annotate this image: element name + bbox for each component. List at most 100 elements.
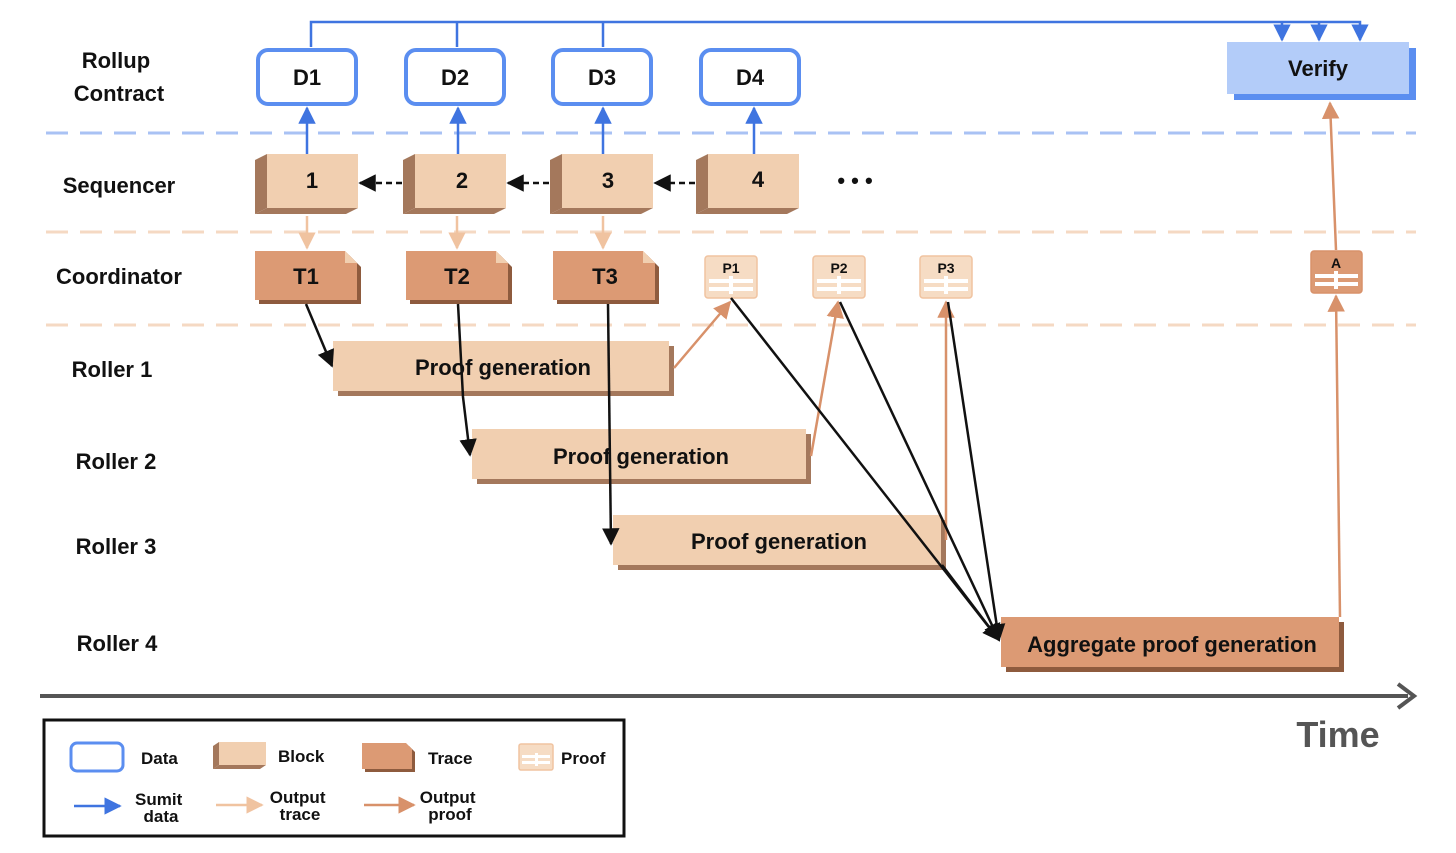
- legend-output-trace-line2: trace: [280, 805, 321, 824]
- proof-aggregation-arrows: [730, 297, 1006, 642]
- proof-p1-label: P1: [722, 260, 739, 276]
- proof-aggregate-a: A: [1310, 250, 1363, 294]
- assign-arrow-t3: [602, 303, 620, 546]
- legend-submit-label: Sumit data: [135, 790, 187, 826]
- traces: T1 T2 T3: [255, 251, 659, 304]
- aggregate-bar-roller-4: Aggregate proof generation: [1001, 617, 1344, 672]
- submit-data-bus: [309, 20, 1369, 47]
- legend-data-label: Data: [141, 749, 178, 768]
- legend-item-output-proof: Output proof: [364, 788, 480, 824]
- proof-p2: P2: [812, 255, 866, 299]
- legend-output-proof-line2: proof: [428, 805, 472, 824]
- proof-p2-label: P2: [830, 260, 847, 276]
- block-3-label: 3: [602, 168, 614, 193]
- aggregate-arrow-bar3: [941, 564, 1001, 642]
- proof-bar-roller-3: Proof generation: [613, 515, 946, 570]
- trace-t2-label: T2: [444, 264, 470, 289]
- legend-submit-line1: Sumit: [135, 790, 183, 809]
- legend-item-data: Data: [69, 741, 178, 773]
- output-proof-arrows: [673, 101, 1345, 618]
- legend-submit-line2: data: [144, 807, 180, 826]
- proof-aggregate-a-label: A: [1331, 255, 1341, 271]
- trace-t1: T1: [255, 251, 361, 304]
- proof-bar-roller-3-label: Proof generation: [691, 529, 867, 554]
- output-proof-arrow-a: [1327, 294, 1345, 618]
- submit-bus-line: [309, 20, 1369, 47]
- output-proof-arrow-p1: [673, 300, 732, 369]
- proof-bar-roller-2-label: Proof generation: [553, 444, 729, 469]
- block-1: 1: [255, 154, 358, 214]
- row-labels: Rollup Contract Sequencer Coordinator Ro…: [56, 48, 182, 656]
- legend: Data Block Trace Proof Sumit data: [42, 718, 626, 838]
- aggregate-bar-label: Aggregate proof generation: [1027, 632, 1317, 657]
- proof-p1: P1: [704, 255, 758, 299]
- data-box-d1: D1: [256, 48, 358, 106]
- trace-assignment-arrows: [304, 303, 620, 546]
- proof-generation-bars: Proof generation Proof generation Proof …: [333, 341, 1344, 672]
- data-box-d4-label: D4: [736, 65, 765, 90]
- row-label-rollup-line2: Contract: [74, 81, 165, 106]
- legend-item-output-trace: Output trace: [216, 788, 330, 824]
- legend-output-trace-line1: Output: [270, 788, 326, 807]
- time-axis-label: Time: [1296, 714, 1379, 755]
- block-submit-arrows: [298, 106, 763, 154]
- data-box-d2: D2: [404, 48, 506, 106]
- legend-output-trace-label: Output trace: [270, 788, 330, 824]
- row-label-roller-3: Roller 3: [76, 534, 157, 559]
- time-axis-arrowhead: [1396, 682, 1418, 710]
- sequencer-blocks: 1 2 3 4 • • •: [255, 154, 873, 214]
- verify-label: Verify: [1288, 56, 1349, 81]
- proof-p3: P3: [919, 255, 973, 299]
- trace-t2: T2: [406, 251, 512, 304]
- data-box-d4: D4: [699, 48, 801, 106]
- sequencer-ellipsis: • • •: [837, 168, 872, 193]
- proof-bar-roller-2: Proof generation: [472, 429, 811, 484]
- block-4-label: 4: [752, 167, 765, 192]
- legend-output-proof-line1: Output: [420, 788, 476, 807]
- row-label-roller-4: Roller 4: [77, 631, 158, 656]
- row-label-roller-2: Roller 2: [76, 449, 157, 474]
- legend-block-label: Block: [278, 747, 325, 766]
- trace-t3: T3: [553, 251, 659, 304]
- data-box-d2-label: D2: [441, 65, 469, 90]
- block-3: 3: [550, 154, 653, 214]
- output-proof-arrow-verify: [1321, 101, 1340, 251]
- proof-bar-roller-1-label: Proof generation: [415, 355, 591, 380]
- legend-item-proof: Proof: [518, 743, 606, 771]
- assign-arrow-t2: [456, 303, 477, 457]
- legend-frame: [42, 718, 626, 838]
- proofs: P1 P2 P3 A: [704, 250, 1363, 299]
- legend-proof-label: Proof: [561, 749, 606, 768]
- row-label-rollup-contract: Rollup Contract: [74, 48, 165, 106]
- legend-item-trace: Trace: [362, 743, 472, 772]
- legend-output-proof-label: Output proof: [420, 788, 480, 824]
- output-proof-arrow-p2: [809, 300, 844, 457]
- time-axis: Time: [40, 682, 1418, 755]
- row-label-rollup-line1: Rollup: [82, 48, 150, 73]
- data-box-d1-label: D1: [293, 65, 321, 90]
- aggregate-arrow-p2: [838, 301, 1001, 642]
- proof-p3-label: P3: [937, 260, 954, 276]
- aggregate-arrow-p3: [946, 301, 1006, 642]
- block-2: 2: [403, 154, 506, 214]
- row-label-roller-1: Roller 1: [72, 357, 153, 382]
- block-2-label: 2: [456, 168, 468, 193]
- verify-box: Verify: [1227, 42, 1416, 100]
- legend-trace-label: Trace: [428, 749, 472, 768]
- legend-item-submit-data: Sumit data: [74, 790, 187, 826]
- data-boxes: D1 D2 D3 D4: [256, 48, 801, 106]
- proof-bar-roller-1: Proof generation: [333, 341, 674, 396]
- block-1-label: 1: [306, 168, 318, 193]
- row-label-sequencer: Sequencer: [63, 173, 176, 198]
- legend-item-block: Block: [213, 742, 325, 769]
- data-box-d3: D3: [551, 48, 653, 106]
- trace-t3-label: T3: [592, 264, 618, 289]
- output-trace-arrows: [298, 216, 612, 250]
- trace-t1-label: T1: [293, 264, 319, 289]
- block-4: 4: [696, 154, 799, 214]
- assign-arrow-t1: [304, 303, 334, 368]
- lane-separators: [46, 131, 1416, 327]
- data-box-d3-label: D3: [588, 65, 616, 90]
- row-label-coordinator: Coordinator: [56, 264, 182, 289]
